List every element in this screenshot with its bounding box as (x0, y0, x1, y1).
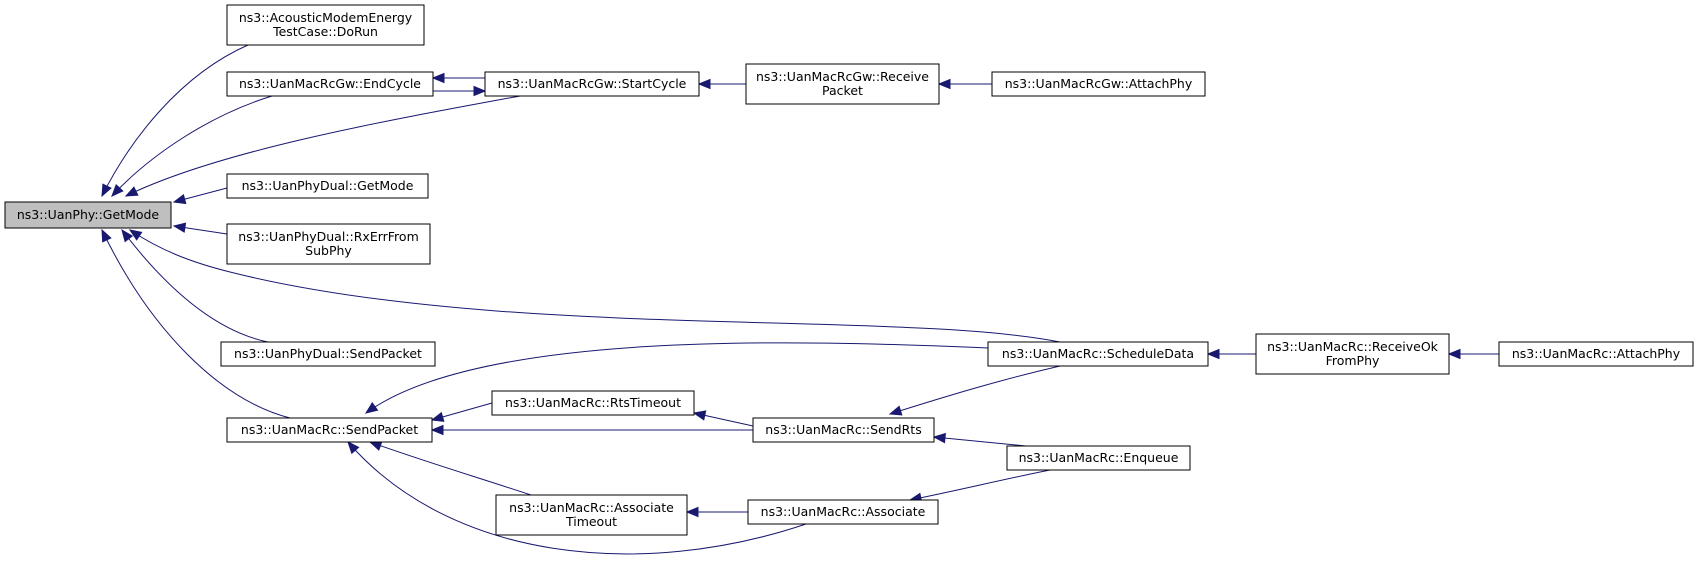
node-label: ns3::UanPhyDual::RxErrFrom (238, 229, 419, 244)
arrowhead-icon (128, 229, 143, 241)
node-label: ns3::UanMacRcGw::AttachPhy (1005, 76, 1193, 91)
node-sendrts[interactable]: ns3::UanMacRc::SendRts (752, 417, 935, 443)
node-label: ns3::UanMacRcGw::Receive (756, 69, 929, 84)
node-label: ns3::UanMacRcGw::EndCycle (239, 76, 421, 91)
node-label: ns3::UanMacRc::ReceiveOk (1267, 339, 1439, 354)
node-label: ns3::UanPhy::GetMode (17, 207, 160, 222)
node-label: ns3::UanMacRc::Associate (509, 500, 674, 515)
arrowhead-icon (124, 186, 139, 197)
arrowhead-icon (347, 441, 360, 455)
edge-gwattach-to-gwreceive (937, 78, 992, 90)
node-label: TestCase::DoRun (272, 24, 378, 39)
edge-rcattach-to-receiveok (1447, 348, 1499, 360)
edge-endcycle-to-getmode (111, 95, 273, 197)
arrowhead-icon (685, 506, 699, 518)
node-startcycle[interactable]: ns3::UanMacRcGw::StartCycle (484, 71, 700, 97)
node-rcattach[interactable]: ns3::UanMacRc::AttachPhy (1498, 341, 1694, 367)
arrowhead-icon (368, 440, 383, 451)
edge-endcycle-to-startcycle (433, 85, 487, 97)
arrowhead-icon (430, 411, 445, 422)
arrowhead-icon (101, 228, 112, 243)
edge-dualgetmode-to-getmode (172, 187, 228, 205)
edge-enqueue-to-sendrts (932, 432, 1027, 447)
node-scheduledata[interactable]: ns3::UanMacRc::ScheduleData (987, 341, 1209, 367)
arrowhead-icon (937, 78, 951, 90)
arrowhead-icon (1447, 348, 1461, 360)
node-label: SubPhy (305, 243, 352, 258)
arrowhead-icon (888, 405, 903, 416)
edge-scheduledata-to-rcsend (364, 342, 989, 414)
node-label: ns3::UanMacRc::AttachPhy (1512, 346, 1681, 361)
edge-scheduledata-to-sendrts (888, 365, 1061, 416)
node-getmode[interactable]: ns3::UanPhy::GetMode (4, 201, 172, 229)
edge-gwreceive-to-startcycle (697, 78, 746, 90)
node-label: ns3::UanPhyDual::GetMode (242, 178, 414, 193)
node-label: ns3::UanMacRcGw::StartCycle (498, 76, 687, 91)
arrowhead-icon (101, 183, 112, 198)
edge-assoctimeout-to-rcsend (368, 440, 532, 496)
arrowhead-icon (172, 222, 187, 233)
arrowhead-icon (364, 401, 379, 414)
node-rtstimeout[interactable]: ns3::UanMacRc::RtsTimeout (491, 390, 695, 416)
edge-rxerr-to-getmode (172, 222, 228, 235)
arrowhead-icon (172, 193, 187, 205)
arrowhead-icon (121, 228, 134, 243)
node-label: ns3::UanMacRc::RtsTimeout (505, 395, 681, 410)
edge-startcycle-to-getmode (124, 95, 521, 197)
node-endcycle[interactable]: ns3::UanMacRcGw::EndCycle (226, 71, 434, 97)
edge-associate-to-assoctimeout (685, 506, 748, 518)
node-label: Packet (822, 83, 863, 98)
node-label: ns3::UanMacRc::Associate (761, 504, 926, 519)
node-label: Timeout (565, 514, 617, 529)
node-label: FromPhy (1326, 353, 1380, 368)
arrowhead-icon (1206, 348, 1220, 360)
edge-scheduledata-to-getmode (128, 229, 1061, 343)
edge-acoustic-to-getmode (101, 44, 249, 198)
node-associate[interactable]: ns3::UanMacRc::Associate (747, 499, 939, 525)
node-enqueue[interactable]: ns3::UanMacRc::Enqueue (1006, 445, 1191, 471)
arrowhead-icon (473, 85, 487, 97)
arrowhead-icon (430, 424, 444, 436)
edge-receiveok-to-scheduledata (1206, 348, 1256, 360)
arrowhead-icon (431, 72, 445, 84)
arrowhead-icon (932, 432, 946, 444)
node-dualgetmode[interactable]: ns3::UanPhyDual::GetMode (226, 173, 429, 199)
edge-rcsend-to-getmode (101, 228, 291, 419)
edge-sendrts-to-rtstimeout (692, 410, 754, 427)
arrowhead-icon (111, 184, 124, 197)
node-label: ns3::AcousticModemEnergy (239, 10, 413, 25)
node-dualsend[interactable]: ns3::UanPhyDual::SendPacket (220, 341, 436, 367)
edge-startcycle-to-endcycle (431, 72, 485, 84)
edge-sendrts-to-rcsend (430, 424, 753, 436)
node-label: ns3::UanMacRc::ScheduleData (1002, 346, 1194, 361)
edge-rtstimeout-to-rcsend (430, 402, 493, 422)
arrowhead-icon (697, 78, 711, 90)
edge-associate-to-rcsend (347, 441, 807, 555)
arrowhead-icon (692, 410, 707, 421)
node-rcsend[interactable]: ns3::UanMacRc::SendPacket (226, 417, 433, 443)
node-label: ns3::UanMacRc::SendRts (765, 422, 921, 437)
node-label: ns3::UanPhyDual::SendPacket (234, 346, 422, 361)
node-label: ns3::UanMacRc::SendPacket (241, 422, 418, 437)
edge-enqueue-to-associate (908, 469, 1051, 503)
edge-dualsend-to-getmode (121, 228, 269, 343)
node-label: ns3::UanMacRc::Enqueue (1019, 450, 1179, 465)
node-gwattach[interactable]: ns3::UanMacRcGw::AttachPhy (991, 71, 1206, 97)
